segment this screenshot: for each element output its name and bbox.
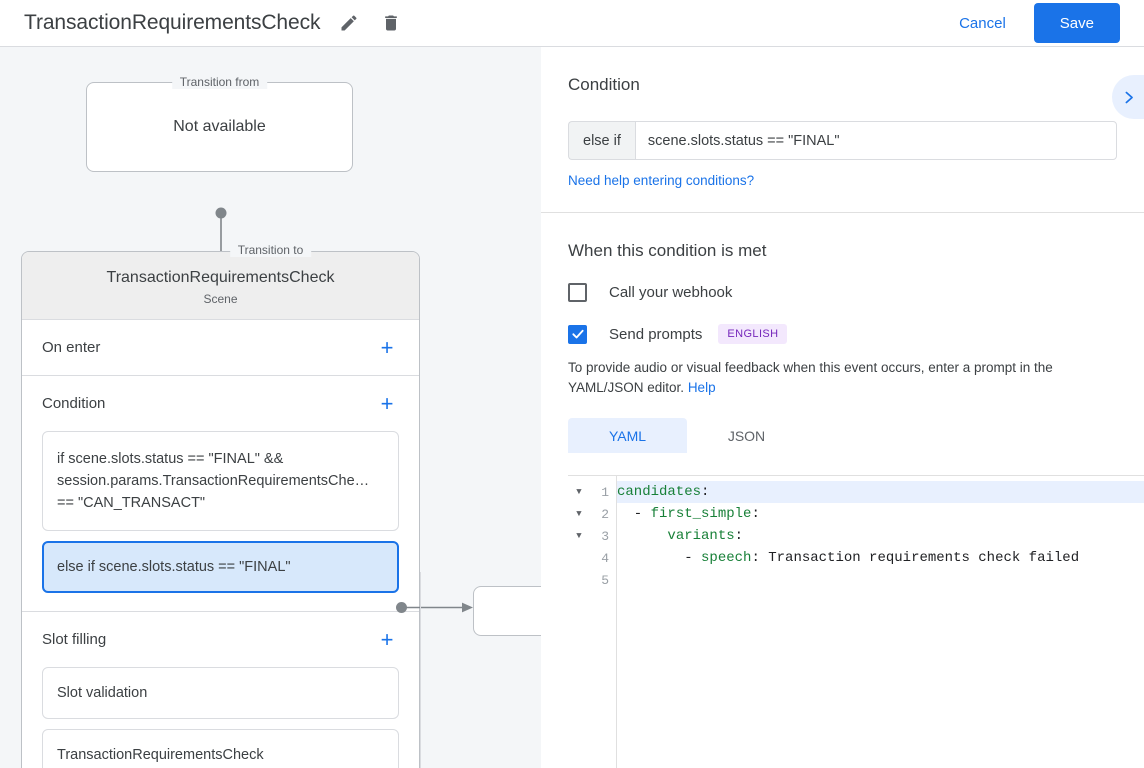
code-key: first_simple [650, 506, 752, 522]
code-line[interactable]: variants: [617, 525, 1144, 547]
code-line[interactable] [617, 569, 1144, 591]
transition-to-title: TransactionRequirementsCheck [106, 269, 335, 286]
editor-gutter-row: 5 [568, 569, 616, 591]
prompts-hint-text: To provide audio or visual feedback when… [568, 360, 1053, 395]
transition-to-header: TransactionRequirementsCheck Scene [22, 252, 419, 320]
cancel-button[interactable]: Cancel [949, 7, 1016, 40]
code-line[interactable]: - speech: Transaction requirements check… [617, 547, 1144, 569]
webhook-label: Call your webhook [609, 284, 733, 301]
prompts-help-link[interactable]: Help [687, 380, 716, 395]
code-value: : [734, 528, 744, 544]
section-on-enter: On enter + [22, 320, 419, 376]
trash-icon[interactable] [378, 10, 404, 36]
transition-from-legend: Transition from [171, 75, 268, 89]
code-indent: - [617, 506, 651, 522]
fold-triangle-icon[interactable]: ▼ [576, 487, 582, 497]
add-slot-filling-icon[interactable]: + [380, 626, 394, 652]
transition-to-card[interactable]: TransactionRequirementsCheck Scene On en… [21, 251, 420, 768]
section-slot-filling: Slot filling + Slot validation Transacti… [22, 612, 419, 768]
section-slot-filling-label: Slot filling [42, 631, 107, 648]
condition-input[interactable] [634, 121, 1117, 160]
add-condition-icon[interactable]: + [380, 390, 394, 416]
tab-json[interactable]: JSON [727, 427, 766, 444]
condition-item-selected[interactable]: else if scene.slots.status == "FINAL" [42, 541, 399, 593]
panel-when-met-heading: When this condition is met [568, 241, 767, 260]
chevron-right-icon[interactable] [1112, 75, 1144, 119]
language-badge: ENGLISH [718, 324, 788, 344]
section-on-enter-label: On enter [42, 339, 101, 356]
line-number: 1 [601, 484, 609, 500]
save-button[interactable]: Save [1033, 3, 1120, 43]
fold-triangle-icon[interactable]: ▼ [576, 531, 582, 541]
webhook-checkbox-row[interactable]: Call your webhook [568, 283, 1117, 302]
code-line[interactable]: - first_simple: [617, 503, 1144, 525]
editor-gutter-row: ▼3 [568, 525, 616, 547]
canvas-panel-edge [420, 572, 421, 768]
line-number: 5 [601, 572, 609, 588]
code-line[interactable]: candidates: [617, 481, 1144, 503]
page-title: TransactionRequirementsCheck [24, 11, 321, 34]
next-node-card[interactable] [473, 586, 541, 636]
prompts-hint: To provide audio or visual feedback when… [568, 358, 1117, 398]
slot-filling-item[interactable]: Slot validation [42, 667, 399, 719]
code-key: variants [667, 528, 735, 544]
code-value: : [701, 484, 710, 500]
code-value: : [751, 506, 760, 522]
section-slot-filling-header: Slot filling + [22, 612, 419, 667]
section-on-enter-header: On enter + [22, 320, 419, 375]
slot-filling-item[interactable]: TransactionRequirementsCheck [42, 729, 399, 768]
add-on-enter-icon[interactable]: + [380, 334, 394, 360]
tab-yaml[interactable]: YAML [568, 418, 687, 453]
panel-when-met-section: When this condition is met Call your web… [541, 213, 1144, 453]
section-condition-label: Condition [42, 395, 106, 412]
editor-gutter-row: 4 [568, 547, 616, 569]
webhook-checkbox[interactable] [568, 283, 587, 302]
condition-prefix-label: else if [568, 121, 635, 160]
code-key: speech [701, 550, 752, 566]
fold-triangle-icon[interactable]: ▼ [576, 509, 582, 519]
transition-from-value: Not available [173, 118, 266, 135]
connector-dot [396, 602, 407, 613]
code-indent [617, 528, 667, 544]
transition-to-subtitle: Scene [203, 292, 238, 306]
section-slot-filling-body: Slot validation TransactionRequirementsC… [22, 667, 419, 768]
section-condition-body: if scene.slots.status == "FINAL" && sess… [22, 431, 419, 611]
code-key: candidates [617, 484, 702, 500]
transition-from-card[interactable]: Transition from Not available [86, 75, 353, 172]
panel-divider [541, 212, 1144, 213]
top-bar: TransactionRequirementsCheck Cancel Save [0, 0, 1144, 47]
code-indent: - [617, 550, 702, 566]
line-number: 4 [601, 550, 609, 566]
condition-help-link[interactable]: Need help entering conditions? [568, 173, 755, 188]
code-value: : Transaction requirements check failed [751, 550, 1080, 566]
editor-tabs: YAML JSON [568, 418, 1117, 453]
section-condition-header: Condition + [22, 376, 419, 431]
send-prompts-checkbox[interactable] [568, 324, 587, 344]
editor-gutter-row: ▼2 [568, 503, 616, 525]
editor-code-area[interactable]: candidates: - first_simple: variants: - … [617, 476, 1144, 768]
condition-item[interactable]: if scene.slots.status == "FINAL" && sess… [42, 431, 399, 531]
send-prompts-label: Send prompts [609, 325, 703, 343]
line-number: 3 [601, 528, 609, 544]
send-prompts-row[interactable]: Send prompts ENGLISH [568, 324, 1117, 344]
section-condition: Condition + if scene.slots.status == "FI… [22, 376, 419, 612]
pencil-icon[interactable] [336, 10, 362, 36]
condition-field-row: else if [568, 121, 1117, 160]
panel-condition-section: Condition else if Need help entering con… [541, 47, 1144, 212]
flow-canvas[interactable]: Transition from Not available Transition… [0, 47, 541, 768]
editor-gutter-row: ▼1 [568, 481, 616, 503]
line-number: 2 [601, 506, 609, 522]
transition-to-legend: Transition to [229, 243, 312, 257]
panel-condition-heading: Condition [568, 75, 640, 94]
connector-line-out [405, 601, 473, 614]
